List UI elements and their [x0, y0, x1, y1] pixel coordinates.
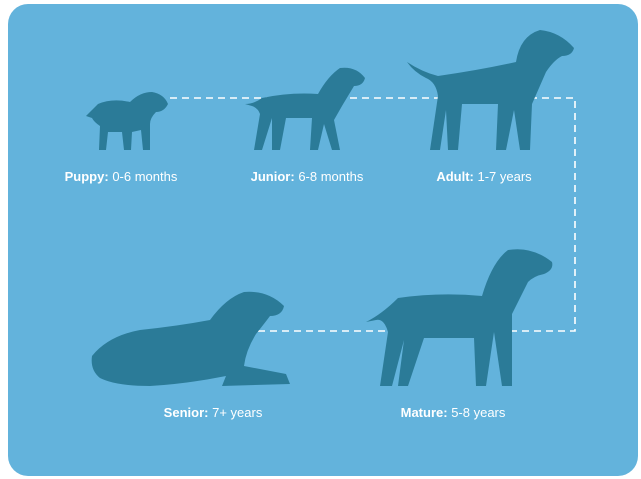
stage-label-junior: Junior: 6-8 months — [251, 169, 364, 184]
mature-dog-icon — [366, 249, 552, 386]
stage-range: 6-8 months — [298, 169, 363, 184]
senior-dog-icon — [92, 292, 290, 386]
stage-range: 1-7 years — [477, 169, 531, 184]
stage-name: Puppy: — [65, 169, 109, 184]
stage-name: Mature: — [401, 405, 448, 420]
junior-dog-icon — [245, 68, 365, 150]
stage-range: 0-6 months — [112, 169, 177, 184]
stage-name: Senior: — [164, 405, 209, 420]
stage-range: 5-8 years — [451, 405, 505, 420]
stage-name: Junior: — [251, 169, 295, 184]
stage-name: Adult: — [436, 169, 474, 184]
stage-label-mature: Mature: 5-8 years — [401, 405, 506, 420]
stage-label-senior: Senior: 7+ years — [164, 405, 263, 420]
stage-range: 7+ years — [212, 405, 262, 420]
stage-label-puppy: Puppy: 0-6 months — [65, 169, 178, 184]
stage-label-adult: Adult: 1-7 years — [436, 169, 531, 184]
adult-dog-icon — [407, 30, 574, 150]
puppy-dog-icon — [86, 92, 168, 150]
